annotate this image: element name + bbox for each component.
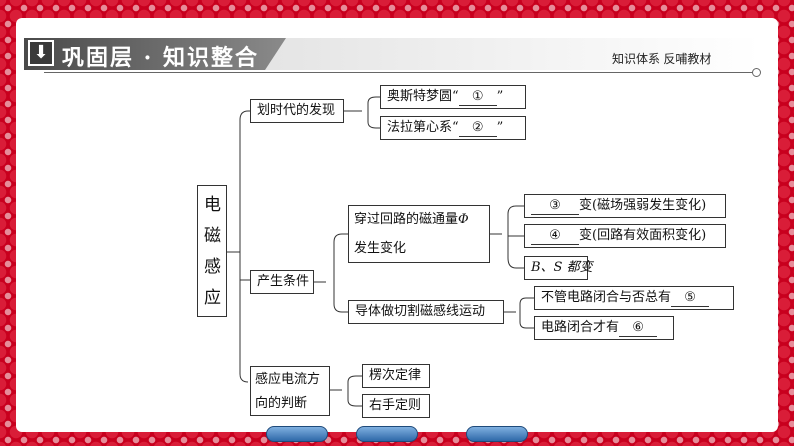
flux-case-3: B、S 都变 xyxy=(524,256,593,280)
header-divider xyxy=(44,72,756,73)
root-char: 磁 xyxy=(204,226,221,246)
root-char: 应 xyxy=(204,288,221,308)
item-text: 发生变化 xyxy=(354,241,407,256)
root-char: 电 xyxy=(204,195,221,215)
root-node: 电 磁 感 应 xyxy=(197,185,227,317)
item-text: 法拉第心系“ xyxy=(387,120,459,135)
branch-label: 划时代的发现 xyxy=(257,103,336,118)
item-text: 奥斯特梦圆“ xyxy=(387,89,459,104)
branch-conditions: 产生条件 xyxy=(250,270,314,294)
condition-flux-change: 穿过回路的磁通量Φ 发生变化 xyxy=(348,205,490,263)
item-text: 楞次定律 xyxy=(369,368,422,383)
flux-symbol: Φ xyxy=(458,212,469,227)
condition-cutting-motion: 导体做切割磁感线运动 xyxy=(348,300,504,324)
item-text: 导体做切割磁感线运动 xyxy=(355,304,486,319)
direction-rule-2: 右手定则 xyxy=(362,394,430,418)
fill-blank: ① xyxy=(458,89,497,106)
discovery-item-1: 奥斯特梦圆“①” xyxy=(380,85,526,109)
branch-label: 感应电流方 xyxy=(255,372,321,387)
item-text: 变(回路有效面积变化) xyxy=(579,228,707,243)
fill-blank: ⑥ xyxy=(619,320,658,337)
branch-label: 产生条件 xyxy=(257,274,310,289)
branch-discovery: 划时代的发现 xyxy=(250,99,344,123)
item-text: B、S 都变 xyxy=(531,260,593,275)
divider-end-dot xyxy=(752,68,761,77)
root-char: 感 xyxy=(204,257,221,277)
item-text: ” xyxy=(496,120,504,135)
branch-label: 向的判断 xyxy=(255,396,308,411)
item-text: 右手定则 xyxy=(369,398,422,413)
fill-blank: ⑤ xyxy=(671,290,710,307)
discovery-item-2: 法拉第心系“②” xyxy=(380,116,526,140)
fill-blank: ③ xyxy=(531,198,579,215)
nav-button-3[interactable] xyxy=(466,426,528,442)
direction-rule-1: 楞次定律 xyxy=(362,364,430,388)
fill-blank: ④ xyxy=(531,228,579,245)
nav-button-1[interactable] xyxy=(266,426,328,442)
fill-blank: ② xyxy=(458,120,497,137)
header-bar xyxy=(24,38,760,70)
header-subtitle: 知识体系 反哺教材 xyxy=(612,52,712,66)
nav-button-2[interactable] xyxy=(356,426,418,442)
down-arrow-icon[interactable]: ⬇ xyxy=(28,40,54,66)
branch-direction: 感应电流方 向的判断 xyxy=(250,366,330,416)
item-text: 穿过回路的磁通量 xyxy=(354,212,459,227)
item-text: 不管电路闭合与否总有 xyxy=(541,290,672,305)
page-title: 巩固层 · 知识整合 xyxy=(62,45,259,71)
item-text: ” xyxy=(496,89,504,104)
item-text: 变(磁场强弱发生变化) xyxy=(579,198,707,213)
item-text: 电路闭合才有 xyxy=(541,320,620,335)
